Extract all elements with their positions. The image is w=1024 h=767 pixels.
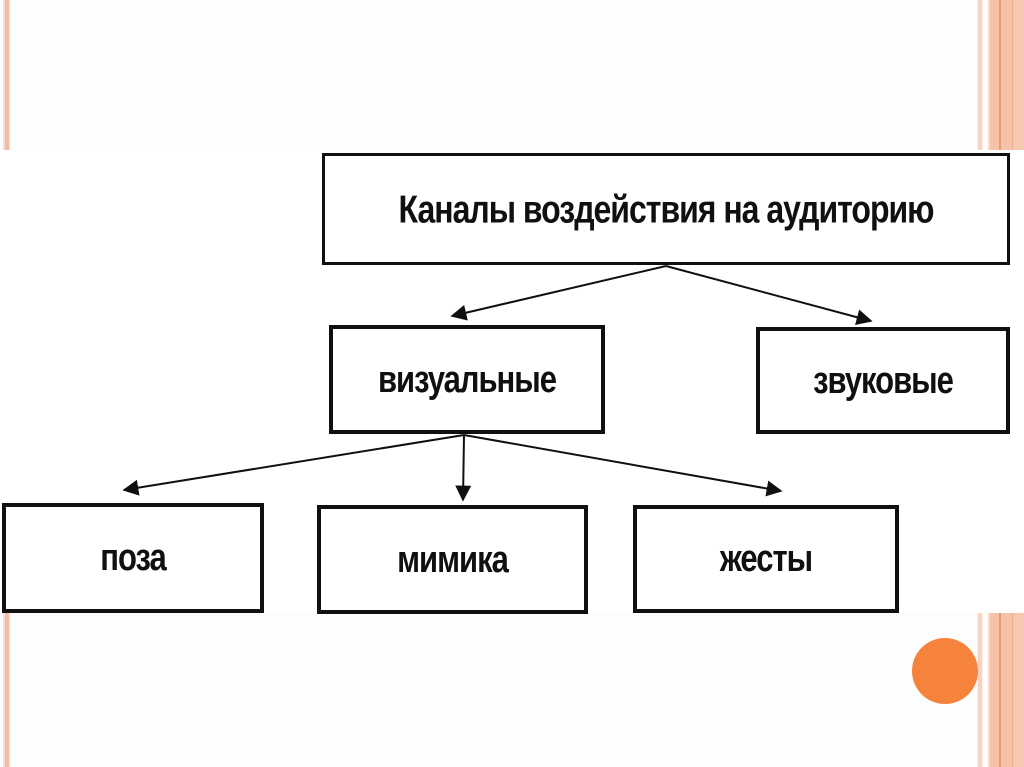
node-root: Каналы воздействия на аудиторию: [322, 153, 1010, 265]
node-visual-channels: визуальные: [329, 325, 605, 434]
node-pose: поза: [2, 503, 264, 613]
node-audio-channels: звуковые: [756, 327, 1010, 434]
node-gestures: жесты: [633, 505, 899, 613]
node-mimics-label: мимика: [397, 537, 509, 581]
node-root-label: Каналы воздействия на аудиторию: [398, 186, 935, 231]
node-pose-label: поза: [100, 536, 166, 579]
node-gestures-label: жесты: [719, 537, 813, 580]
node-visual-label: визуальные: [377, 357, 557, 401]
orange-circle-decoration: [912, 638, 978, 704]
node-audio-label: звуковые: [813, 358, 954, 402]
node-mimics: мимика: [317, 505, 588, 614]
